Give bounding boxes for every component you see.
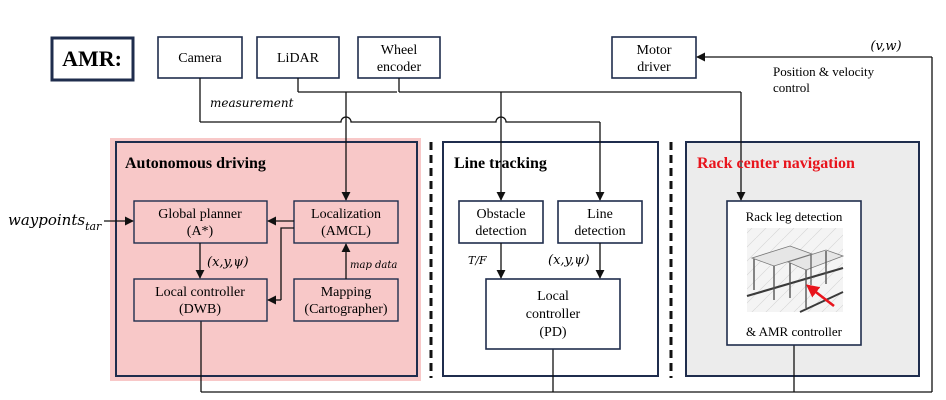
line-detection-box (557, 200, 643, 244)
camera-box (157, 36, 243, 79)
obstacle-detection-box (458, 200, 544, 244)
lt-local-controller-label-3: (PD) (539, 325, 567, 340)
rack-leg-photo (746, 228, 845, 313)
mapping-label-1: Mapping (321, 285, 372, 300)
wheel-encoder-box (357, 36, 441, 79)
autonomous-driving-panel (115, 141, 418, 377)
line-detection-label-2: detection (574, 224, 625, 239)
line-detection-label-1: Line (587, 207, 613, 222)
lidar-box (256, 36, 340, 79)
measurement-bus (199, 78, 746, 201)
ad-pose-label: (x,y,ψ) (207, 255, 249, 270)
motor-driver-box (611, 36, 697, 79)
waypoints-main: waypoints (8, 211, 85, 229)
line-tracking-arrows (496, 243, 605, 279)
tf-label: T/F (468, 254, 487, 267)
amr-controller-label: & AMR controller (746, 324, 843, 339)
autonomous-driving-arrows (104, 216, 351, 305)
amr-label: AMR: (62, 46, 122, 71)
waypoints-label: waypointstar (8, 211, 102, 233)
waypoints-subscript: tar (85, 220, 102, 233)
ad-local-controller-label-2: (DWB) (179, 302, 221, 317)
global-planner-label-1: Global planner (158, 207, 242, 222)
global-planner-box (133, 200, 268, 244)
lt-local-controller-label-2: controller (526, 307, 581, 322)
position-velocity-label-2: control (773, 80, 810, 95)
localization-label-2: (AMCL) (321, 224, 371, 239)
global-planner-label-2: (A*) (187, 224, 214, 239)
wheel-encoder-label-1: Wheel (381, 43, 418, 58)
lt-pose-label: (x,y,ψ) (548, 253, 590, 268)
lidar-label: LiDAR (277, 51, 320, 66)
position-velocity-label-1: Position & velocity (773, 64, 875, 79)
line-tracking-title: Line tracking (454, 155, 547, 172)
ad-local-controller-box (133, 278, 268, 322)
camera-label: Camera (178, 51, 222, 66)
obstacle-detection-label-1: Obstacle (477, 207, 526, 222)
wheel-encoder-label-2: encoder (377, 60, 422, 75)
measurement-label: measurement (210, 96, 294, 110)
rack-center-title: Rack center navigation (697, 155, 855, 172)
motor-driver-label-1: Motor (637, 43, 672, 58)
v-w-label: (v,w) (870, 39, 901, 54)
obstacle-detection-label-2: detection (475, 224, 526, 239)
amr-label-box (50, 36, 135, 82)
ad-local-controller-label-1: Local controller (155, 285, 245, 300)
rack-leg-detection-label: Rack leg detection (746, 209, 843, 224)
lt-local-controller-label-1: Local (537, 289, 569, 304)
control-feedback-loop (200, 52, 933, 393)
autonomous-driving-title: Autonomous driving (125, 155, 266, 172)
lt-local-controller-box (485, 278, 621, 350)
localization-box (293, 200, 399, 244)
motor-driver-label-2: driver (637, 60, 671, 75)
localization-label-1: Localization (311, 207, 381, 222)
map-data-label: map data (350, 260, 397, 271)
mapping-label-2: (Cartographer) (304, 302, 388, 317)
